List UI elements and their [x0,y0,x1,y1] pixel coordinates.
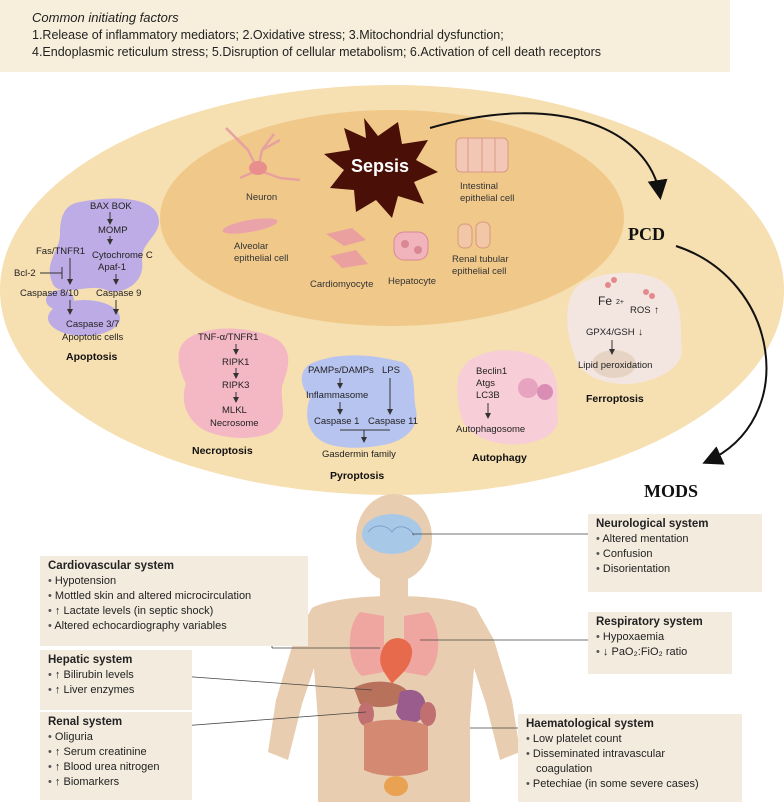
renal-item: ↑ Blood urea nitrogen [48,760,184,775]
ferroptosis-ros: ROS [630,305,651,316]
cardiomyocyte-cell [326,228,368,268]
necroptosis-title: Necroptosis [192,445,253,457]
neuron-label: Neuron [246,192,277,203]
renal-system-title: Renal system [48,716,123,728]
sepsis-title: Sepsis [351,156,409,176]
pyroptosis-inflammasome: Inflammasome [306,390,368,401]
ferroptosis-lipid: Lipid peroxidation [578,360,652,371]
hepatic-item: ↑ Bilirubin levels [48,668,184,683]
necroptosis-mlkl: MLKL [222,405,247,416]
necroptosis-ripk3: RIPK3 [222,380,249,391]
alveolar-cell [222,218,278,234]
renal-label-1: Renal tubular [452,254,509,265]
cardiovascular-item: Mottled skin and altered microcirculatio… [48,589,300,604]
neurological-item: Altered mentation [596,532,754,547]
apoptosis-cells-label: Apoptotic cells [62,332,124,343]
cardiovascular-item: ↑ Lactate levels (in septic shock) [48,604,300,619]
autophagy-beclin: Beclin1 [476,366,507,377]
sepsis-star [324,118,438,218]
alveolar-label-1: Alveolar [234,241,268,252]
initiating-factors-panel: Common initiating factors 1.Release of i… [0,0,730,72]
intestinal-cell [455,137,509,173]
intestinal-label-1: Intestinal [460,181,498,192]
respiratory-item: ↓ PaO₂:FiO₂ ratio [596,645,724,660]
apoptosis-cell [46,198,159,336]
apoptosis-fas: Fas/TNFR1 [36,246,85,257]
hepatocyte-label: Hepatocyte [388,276,436,287]
apoptosis-title: Apoptosis [66,351,117,363]
respiratory-system-title: Respiratory system [596,616,703,628]
apoptosis-caspase-9: Caspase 9 [96,288,141,299]
ferroptosis-fe-charge: 2+ [616,299,624,306]
autophagy-atgs: Atgs [476,378,495,389]
pyroptosis-gasdermin: Gasdermin family [322,449,396,460]
human-body [268,494,520,802]
renal-item: ↑ Serum creatinine [48,745,184,760]
neurological-item: Disorientation [596,562,754,577]
initiating-factors-line-1: 1.Release of inflammatory mediators; 2.O… [32,28,504,42]
neurological-item: Confusion [596,547,754,562]
apoptosis-caspase-8-10: Caspase 8/10 [20,288,79,299]
mods-label: MODS [644,481,698,501]
respiratory-system-box: Respiratory system Hypoxaemia ↓ PaO₂:FiO… [588,612,732,674]
apoptosis-apaf: Apaf-1 [98,262,126,273]
ferroptosis-gpx: GPX4/GSH [586,327,635,338]
apoptosis-bcl2: Bcl-2 [14,268,36,279]
renal-item: Oliguria [48,730,184,745]
gpx-down-arrow: ↓ [638,327,643,338]
renal-system-box: Renal system Oliguria ↑ Serum creatinine… [40,712,192,800]
cardiovascular-system-box: Cardiovascular system Hypotension Mottle… [40,556,308,646]
cardiovascular-item: Hypotension [48,574,300,589]
pyroptosis-cell [301,355,417,448]
pcd-to-mods-arrow [675,245,768,465]
apoptosis-caspase-3-7: Caspase 3/7 [66,319,119,330]
neurological-system-box: Neurological system Altered mentation Co… [588,514,762,592]
renal-tubular-cell [457,221,491,249]
initiating-factors-line-2: 4.Endoplasmic reticulum stress; 5.Disrup… [32,45,602,59]
pyroptosis-pamps: PAMPs/DAMPs [308,365,374,376]
pcd-label: PCD [628,224,665,244]
haematological-item: Low platelet count [526,732,734,747]
renal-item: ↑ Biomarkers [48,775,184,790]
ros-up-arrow: ↑ [654,305,659,316]
pyroptosis-lps: LPS [382,365,400,376]
autophagy-autophagosome: Autophagosome [456,424,525,435]
apoptosis-bax: BAX BOK [90,201,132,212]
necroptosis-necrosome: Necrosome [210,418,259,429]
alveolar-label-2: epithelial cell [234,253,288,264]
renal-label-2: epithelial cell [452,266,506,277]
hepatic-item: ↑ Liver enzymes [48,683,184,698]
hepatic-system-box: Hepatic system ↑ Bilirubin levels ↑ Live… [40,650,192,710]
haematological-item: Petechiae (in some severe cases) [526,777,734,792]
sepsis-to-pcd-arrow [429,112,668,200]
necroptosis-cell [178,328,289,438]
ferroptosis-title: Ferroptosis [586,393,644,405]
initiating-factors-title: Common initiating factors [32,10,179,25]
hepatocyte-cell [393,231,429,261]
respiratory-item: Hypoxaemia [596,630,724,645]
necroptosis-ripk1: RIPK1 [222,357,249,368]
haematological-item-continued: coagulation [536,763,593,775]
ferroptosis-fe: Fe [598,294,612,308]
apoptosis-momp: MOMP [98,225,128,236]
cardiovascular-system-title: Cardiovascular system [48,560,174,572]
autophagy-lc3b: LC3B [476,390,500,401]
haematological-system-box: Haematological system Low platelet count… [518,714,742,802]
autophagy-title: Autophagy [472,452,527,464]
cardiomyocyte-label: Cardiomyocyte [310,279,373,290]
pyroptosis-caspase-11: Caspase 11 [368,416,418,427]
neurological-system-title: Neurological system [596,518,709,530]
hepatic-system-title: Hepatic system [48,654,133,666]
haematological-system-title: Haematological system [526,718,654,730]
apoptosis-cytochrome: Cytochrome C [92,250,153,261]
necroptosis-tnf: TNF-α/TNFR1 [198,332,258,343]
pyroptosis-title: Pyroptosis [330,470,384,482]
cardiovascular-item: Altered echocardiography variables [48,619,300,634]
intestinal-label-2: epithelial cell [460,193,514,204]
haematological-item: Disseminated intravascular [526,747,734,762]
pyroptosis-caspase-1: Caspase 1 [314,416,359,427]
autophagy-cell [457,350,558,445]
